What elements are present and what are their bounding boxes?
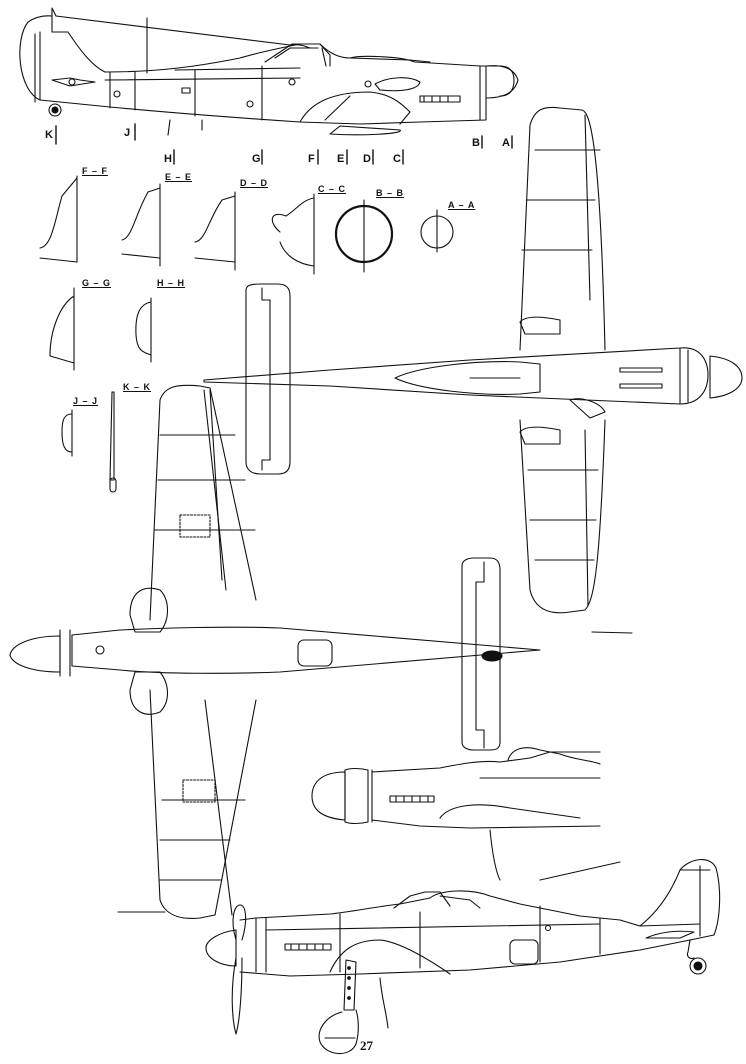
top-view [203,106,743,634]
section-label-e-e: E – E [165,172,193,182]
section-label-a-a: A – A [448,200,476,210]
section-label-j-j: J – J [73,396,99,406]
section-label-g-g: G – G [82,278,112,288]
section-label-c-c: C – C [318,184,347,194]
station-label-d: D [363,153,371,165]
station-label-c: C [393,153,401,165]
section-label-b-b: B – B [376,188,405,198]
cross-sections [39,175,454,493]
side-view-bottom [205,859,721,1055]
station-label-f: F [308,153,315,165]
station-label-a: A [502,137,510,149]
station-ticks [55,123,513,165]
station-label-j: J [124,127,131,139]
section-label-k-k: K – K [123,382,152,392]
station-label-e: E [337,153,345,165]
station-label-g: G [252,153,261,165]
section-label-d-d: D – D [240,178,269,188]
station-label-b: B [472,137,480,149]
page-number: 27 [360,1038,373,1053]
station-label-h: H [164,153,172,165]
side-view-middle [311,747,621,881]
section-label-h-h: H – H [157,278,186,288]
section-label-f-f: F – F [82,166,109,176]
bottom-view [9,384,541,919]
side-view-top [19,7,519,136]
station-label-k: K [45,129,53,141]
